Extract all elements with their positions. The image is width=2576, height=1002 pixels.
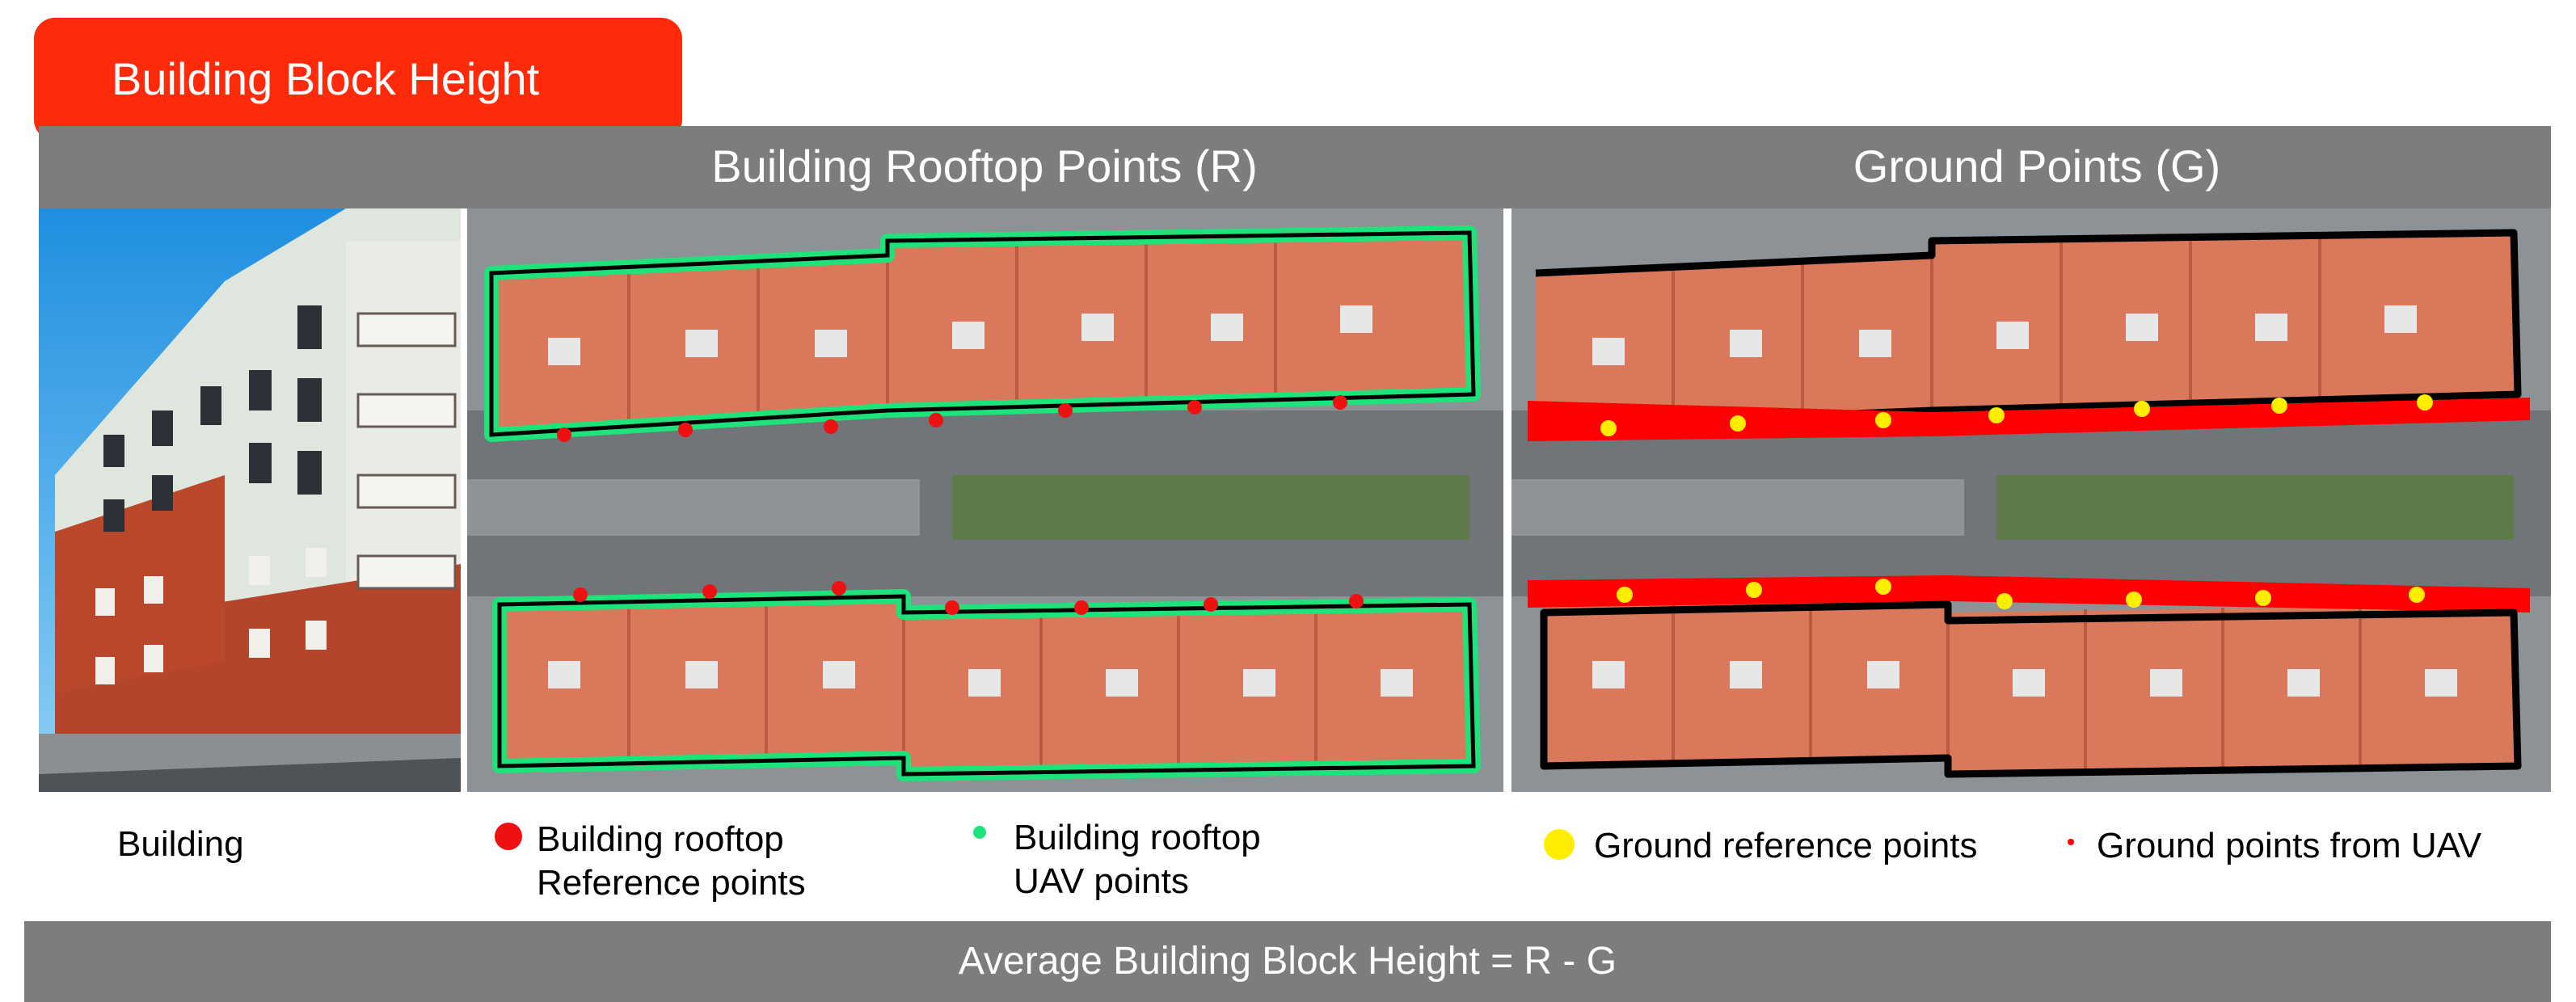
ground-points-aerial-image [1511,208,2551,792]
ground-reference-label: Ground reference points [1594,826,1978,865]
rooftop-uav-label: Building rooftop UAV points [1014,818,1261,901]
ground-uav-label: Ground points from UAV [2097,826,2482,865]
rooftop-points-aerial-image [467,208,1503,792]
rooftop-reference-marker-icon [495,823,522,850]
ground-uav-marker-icon [2068,839,2074,845]
header-bar [39,126,2551,208]
diagram-title: Building Block Height [34,18,682,141]
ground-points-header: Ground Points (G) [1853,141,2221,192]
rooftop-points-header: Building Rooftop Points (R) [711,141,1258,192]
rooftop-uav-marker-icon [973,826,986,839]
building-label: Building [117,824,244,864]
rooftop-reference-label: Building rooftop Reference points [537,819,806,903]
ground-reference-marker-icon [1544,829,1575,860]
building-photo [39,208,461,792]
formula-bar: Average Building Block Height = R - G [24,921,2551,1002]
